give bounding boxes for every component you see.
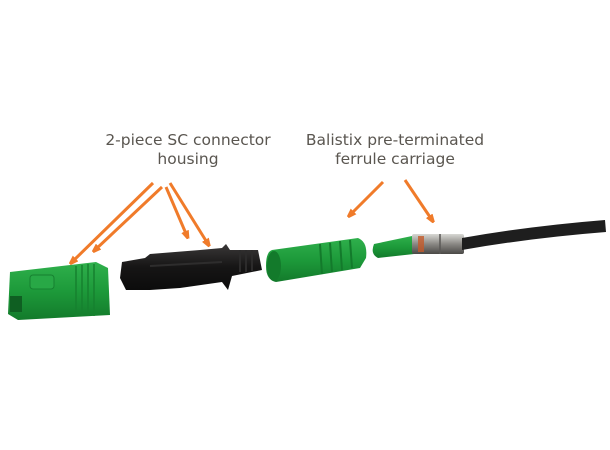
callout-housing-line1: 2-piece SC connector (105, 131, 271, 149)
callout-ferrule-label: Balistix pre-terminated ferrule carriage (300, 131, 490, 169)
callout-ferrule-line2: ferrule carriage (335, 150, 455, 168)
callout-housing-line2: housing (157, 150, 219, 168)
callout-ferrule-line1: Balistix pre-terminated (305, 131, 485, 149)
sc-outer-housing (8, 262, 110, 320)
callout-housing-label: 2-piece SC connector housing (78, 131, 298, 169)
fiber-cable (462, 220, 606, 250)
sc-inner-housing (120, 244, 262, 290)
ferrule-carriage (372, 234, 464, 258)
boot (266, 238, 367, 282)
ferrule-arrows (350, 179, 432, 220)
housing-arrows (72, 181, 208, 262)
